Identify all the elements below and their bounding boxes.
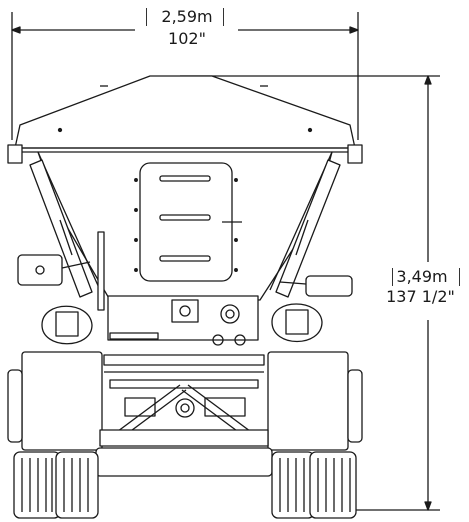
right-tires bbox=[271, 369, 363, 519]
width-metric-label: 2,59m bbox=[161, 7, 213, 26]
right-hydraulic-cylinder bbox=[275, 159, 341, 298]
width-label-bracket bbox=[146, 8, 224, 26]
width-dimension-line bbox=[11, 12, 359, 140]
height-label-bracket bbox=[392, 268, 460, 286]
left-hydraulic-cylinder bbox=[29, 159, 105, 311]
left-light-bracket bbox=[17, 254, 91, 286]
frame-beam bbox=[103, 354, 265, 389]
left-tires bbox=[7, 369, 99, 519]
valve-assembly bbox=[107, 295, 259, 346]
inspection-door bbox=[134, 162, 242, 282]
right-hydraulic-motor bbox=[271, 303, 323, 342]
hopper-roof bbox=[7, 75, 363, 164]
cross-brace bbox=[99, 384, 269, 447]
height-dimension-line bbox=[180, 75, 440, 511]
height-imperial-label: 137 1/2" bbox=[386, 287, 455, 306]
left-mud-flap bbox=[21, 351, 103, 451]
left-hydraulic-motor bbox=[41, 305, 93, 345]
height-metric-label: 3,49m bbox=[396, 267, 448, 286]
right-light-bracket bbox=[279, 275, 353, 297]
width-imperial-label: 102" bbox=[168, 29, 206, 48]
rear-axle bbox=[95, 447, 273, 477]
right-mud-flap bbox=[267, 351, 349, 451]
